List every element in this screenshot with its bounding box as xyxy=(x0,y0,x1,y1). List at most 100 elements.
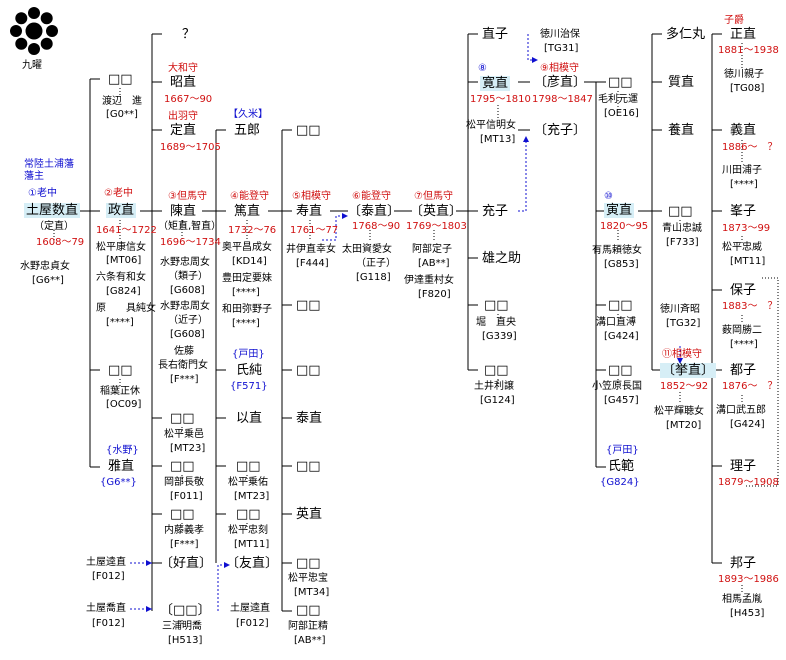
col9-u2w: 小笠原長国 xyxy=(592,381,642,392)
col11-w7c: [H453] xyxy=(730,608,765,619)
col2-w3a: 長右衛門女 xyxy=(158,360,208,371)
col2-n1: 昭直 xyxy=(170,75,197,90)
col10-w1c: [MT20] xyxy=(666,420,702,431)
crest-name: 九曜 xyxy=(22,60,42,71)
col1-adopt-name: 雅直 xyxy=(108,459,135,474)
col4-rank: ⑤相模守 xyxy=(292,191,331,202)
col10-u1w: 青山忠誠 xyxy=(662,223,702,234)
col6-w1c: [AB**] xyxy=(418,258,450,269)
col9-rank: ⑩ xyxy=(604,191,613,202)
col3-w1c: [KD14] xyxy=(232,256,267,267)
col11-n4: 保子 xyxy=(730,283,757,298)
col2-w2: 水野忠周女 xyxy=(160,301,210,312)
col11-n7: 邦子 xyxy=(730,556,757,571)
col7-u2c: [G124] xyxy=(480,395,515,406)
col4-u0: □□ xyxy=(296,123,321,138)
col2-unknown: ？ xyxy=(182,27,196,42)
col1-w1c: [MT06] xyxy=(106,255,142,266)
col4-n3: 泰直 xyxy=(296,411,323,426)
col1-w3c: [****] xyxy=(106,317,134,328)
col9-years: 1820〜95 xyxy=(600,221,649,232)
col2-u5c: [H513] xyxy=(168,635,203,646)
col3-u1: □□ xyxy=(236,459,261,474)
col7-u1w: 堀 直央 xyxy=(476,317,516,328)
col4-u6: □□ xyxy=(296,603,321,618)
col11-n1: 正直 xyxy=(730,27,757,42)
col1-unk1-wife: 渡辺 進 xyxy=(102,96,142,107)
col11-y4: 1883〜 ？ xyxy=(722,301,778,312)
col9-w1: 有馬頼徳女 xyxy=(592,245,642,256)
col11-w4: 薮岡勝二 xyxy=(722,325,762,336)
col4-n4: 英直 xyxy=(296,507,323,522)
col7-name: 寛直 xyxy=(480,76,511,91)
col2-n2: 定直 xyxy=(170,123,197,138)
col2-r2: 出羽守 xyxy=(168,111,198,122)
col9-u0w: 毛利元運 xyxy=(598,94,638,105)
col11-n6: 理子 xyxy=(730,459,757,474)
col8-topc: [TG31] xyxy=(544,43,579,54)
col6-w2c: [F820] xyxy=(418,289,451,300)
col11-n3: 峯子 xyxy=(730,204,757,219)
col3-w3: 和田弥野子 xyxy=(222,304,272,315)
col3-w3c: [****] xyxy=(232,318,260,329)
col0-wife: 水野忠貞女 xyxy=(20,261,70,272)
col7-u1c: [G339] xyxy=(482,331,517,342)
col6-name: 〔英直〕 xyxy=(410,204,463,219)
col2-u3: □□ xyxy=(170,507,195,522)
col1-unk2-code: [OC09] xyxy=(106,399,142,410)
col1-w3: 原 具純女 xyxy=(96,303,156,314)
col1-left1: 土屋逵直 xyxy=(86,557,126,568)
col3-u2c: [MT11] xyxy=(234,539,270,550)
col6-w1: 阿部定子 xyxy=(412,244,452,255)
col6-years: 1769〜1803 xyxy=(406,221,467,232)
col2-w2c: [G608] xyxy=(170,329,205,340)
col5-w1a: （正子） xyxy=(356,258,396,269)
col2-y1: 1667〜90 xyxy=(164,94,213,105)
col2-w1c: [G608] xyxy=(170,285,205,296)
col11-y1: 1881〜1938 xyxy=(718,45,779,56)
col0-rank: ①老中 xyxy=(28,188,57,199)
col10-topc: [TG32] xyxy=(666,318,701,329)
col0-name: 土屋数直 xyxy=(24,203,81,218)
col1-w2: 六条有和女 xyxy=(96,272,146,283)
col9-n3c: {G824} xyxy=(600,477,640,488)
col7-years: 1795〜1810 xyxy=(470,94,531,105)
col10-w1: 松平輝聴女 xyxy=(654,406,704,417)
col1-w1: 松平康信女 xyxy=(96,242,146,253)
col2-r1: 大和守 xyxy=(168,63,198,74)
col5-name: 〔泰直〕 xyxy=(348,204,401,219)
col9-u2: □□ xyxy=(608,363,633,378)
col4-u2: □□ xyxy=(296,363,321,378)
col1-w2c: [G824] xyxy=(106,286,141,297)
col4-w1: 井伊直幸女 xyxy=(286,244,336,255)
col11-w3: 松平忠威 xyxy=(722,242,762,253)
col1-unk1: □□ xyxy=(108,72,133,87)
col3-n2: 氏純 xyxy=(236,363,263,378)
col1-unk2-wife: 稲葉正休 xyxy=(100,386,140,397)
col3-w2: 豊田定要妹 xyxy=(222,273,272,284)
col4-u3: □□ xyxy=(296,459,321,474)
col5-w1c: [G118] xyxy=(356,272,391,283)
col4-u6c: [AB**] xyxy=(294,635,326,646)
col7-n3: 雄之助 xyxy=(482,251,522,266)
col11-n5: 都子 xyxy=(730,363,757,378)
col4-u1: □□ xyxy=(296,298,321,313)
col2-u1: □□ xyxy=(170,411,195,426)
col3-n4c: [F012] xyxy=(236,618,269,629)
col0-years: 1608〜79 xyxy=(36,237,85,248)
col2-name: 陳直 xyxy=(170,204,197,219)
col1-unk2: □□ xyxy=(108,363,133,378)
col11-w1c: [TG08] xyxy=(730,83,765,94)
col8-n2: 〔充子〕 xyxy=(534,123,587,138)
col4-u5: □□ xyxy=(296,556,321,571)
col8-years: 1798〜1847 xyxy=(532,94,593,105)
col3-w2c: [****] xyxy=(232,287,260,298)
col10-n2: 質直 xyxy=(668,75,695,90)
col4-u5c: [MT34] xyxy=(294,587,330,598)
col3-adopt1: 【久米】 xyxy=(228,109,268,120)
col11-w5c: [G424] xyxy=(730,419,765,430)
col4-name: 寿直 xyxy=(296,204,323,219)
col2-y2: 1689〜1705 xyxy=(160,142,221,153)
col1-years: 1641〜1722 xyxy=(96,225,157,236)
col10-years: 1852〜92 xyxy=(660,381,709,392)
